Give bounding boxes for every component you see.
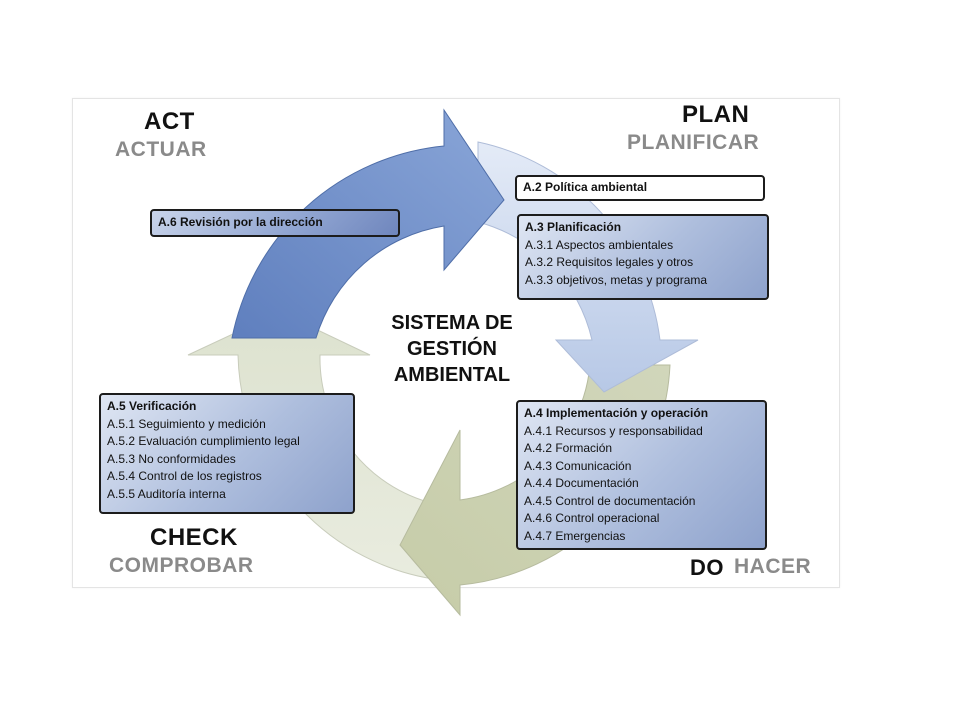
list-item: A.4.2 Formación [524, 441, 613, 455]
center-title-line3: AMBIENTAL [393, 364, 511, 386]
list-item: A.4.6 Control operacional [524, 511, 660, 525]
list-item: A.3.3 objetivos, metas y programa [525, 272, 708, 287]
actuar-label: ACTUAR [115, 138, 207, 161]
list-item: A.4.4 Documentación [524, 476, 639, 490]
plan-label: PLAN [682, 101, 750, 128]
list-item: A.3.2 Requisitos legales y otros [525, 255, 694, 269]
list-item: A.4.3 Comunicación [524, 458, 632, 473]
center-title: SISTEMA DE GESTIÓN AMBIENTAL [372, 310, 532, 388]
implementacion-box: A.4 Implementación y operación A.4.1 Rec… [516, 400, 767, 550]
list-item: A.5.3 No conformidades [107, 451, 236, 466]
planificacion-list: A.3.1 Aspectos ambientales A.3.2 Requisi… [525, 237, 761, 290]
verificacion-list: A.5.1 Seguimiento y medición A.5.2 Evalu… [107, 416, 347, 504]
center-title-line2: GESTIÓN [406, 338, 497, 360]
verificacion-box: A.5 Verificación A.5.1 Seguimiento y med… [99, 393, 355, 514]
list-item: A.4.7 Emergencias [524, 528, 626, 543]
planificar-label: PLANIFICAR [627, 131, 760, 154]
act-label: ACT [144, 108, 195, 135]
list-item: A.3.1 Aspectos ambientales [525, 237, 674, 252]
planificacion-title: A.3 Planificación [525, 220, 622, 234]
list-item: A.4.1 Recursos y responsabilidad [524, 423, 703, 438]
politica-ambiental-box: A.2 Política ambiental [515, 175, 765, 201]
list-item: A.5.1 Seguimiento y medición [107, 416, 266, 431]
center-title-line1: SISTEMA DE [391, 312, 513, 334]
check-label: CHECK [150, 524, 238, 551]
revision-direccion-title: A.6 Revisión por la dirección [158, 215, 323, 229]
revision-direccion-box: A.6 Revisión por la dirección [150, 209, 400, 237]
list-item: A.4.5 Control de documentación [524, 493, 696, 508]
implementacion-title: A.4 Implementación y operación [524, 406, 709, 420]
implementacion-list: A.4.1 Recursos y responsabilidad A.4.2 F… [524, 423, 759, 546]
list-item: A.5.4 Control de los registros [107, 469, 262, 483]
hacer-label: HACER [734, 555, 812, 578]
verificacion-title: A.5 Verificación [107, 399, 197, 413]
planificacion-box: A.3 Planificación A.3.1 Aspectos ambient… [517, 214, 769, 300]
list-item: A.5.5 Auditoría interna [107, 486, 226, 501]
comprobar-label: COMPROBAR [109, 554, 254, 577]
do-label: DO [690, 555, 724, 580]
politica-ambiental-title: A.2 Política ambiental [523, 180, 648, 194]
list-item: A.5.2 Evaluación cumplimiento legal [107, 434, 300, 448]
